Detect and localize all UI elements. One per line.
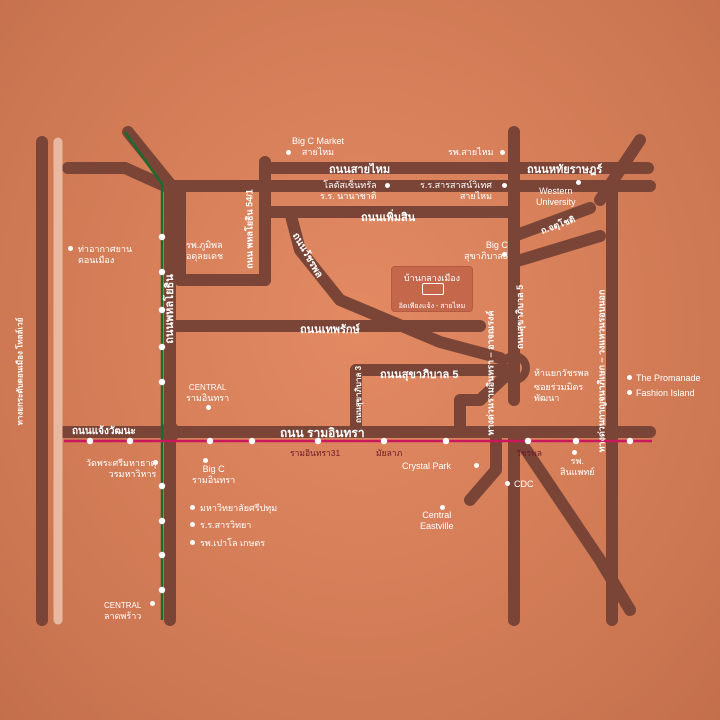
road-label-sukhaphiban-5-v: ถนนสุขาภิบาล 5 [515,284,526,350]
label-hang-watcharaphon: ห้าแยกวัชรพล [534,368,589,378]
road-label-ekkamai: ทางด่วนรามอินทรา – อาจณรงค์ [485,310,496,436]
road-label-ram-inthra: ถนน รามอินทรา [280,426,365,440]
label-wat-phra: วัดพระศรีมหาธาตุวรมหาวิหาร [86,458,157,479]
dot-cdc [505,481,510,486]
bts-green-line [123,131,164,620]
road-label-vibhavadi: ทางยกระดับดอนเมือง โทลล์เวย์ [15,317,25,426]
label-promenade: The Promanade [636,373,701,383]
label-crystal-park: Crystal Park [402,461,452,471]
road-big-c-link [508,230,606,268]
road-junction-link [454,362,520,438]
dot-promenade [627,375,632,380]
bts-label-maiyalap: มัยลาภ [376,448,403,458]
watcharaphon-circle [498,352,530,384]
road-top-cross [62,162,656,192]
bts-label-watcharaphon: วัชรพล [516,448,542,458]
road-chatuchot [508,202,596,242]
label-western: Western University [536,186,576,207]
label-rr-sarasas: ร.ร.สารสาสน์วิเทศสายไหม [420,180,493,201]
road-label-kanchanaphisek: ทางด่วนกาญจนาภิเษก – วงแหวนรอบนอก [596,289,607,453]
dot-big-c-ram [203,458,208,463]
road-label-phahonyothin: ถนนพหลโยธิน [163,274,176,344]
dot-big-c-suka [502,252,507,257]
road-label-phahol-54-1: ถนน พหลโยธิน 54/1 [244,189,255,269]
label-donmuang: ท่าอากาศยานดอนเมือง [78,244,133,265]
dot-big-c-market [286,150,291,155]
dot-central-east [440,505,445,510]
dot-rp-sinphaet [572,450,577,455]
road-label-hathai-rat: ถนนหทัยราษฎร์ [527,164,603,176]
junction-circle [160,422,180,442]
label-cdc: CDC [514,479,534,489]
label-lotus: โลตัสเซ็นทรัลร.ร. นานาชาติ [320,180,377,201]
dot-srinakharin [190,505,195,510]
label-rp-saimai: รพ.สายไหม [448,147,494,157]
dot-rr-sarawittaya [190,522,195,527]
dot-western [576,180,581,185]
road-label-sai-mai: ถนนสายไหม [329,164,391,176]
label-rp-sinphaet: รพ.สินแพทย์ [560,456,595,477]
road-phahonyothin [122,126,176,626]
road-label-phum-sin: ถนนเพิ่มสิน [361,212,416,224]
project-name: บ้านกลางเมือง [403,273,461,283]
label-central-east: Central Eastville [420,510,454,531]
dot-fashion-island [627,390,632,395]
label-fashion-island: Fashion Island [636,388,695,398]
bts-label-ram31: รามอินทรา31 [290,448,341,458]
project-subtitle: อิดเพียงแจ้ง - สายไหม [398,303,466,310]
label-rp-phahol: รพ.ภูมิพลอดุลยเดช [186,240,224,261]
label-srinakharin: มหาวิทยาลัยศรีปทุม [200,503,278,513]
project-icon [422,283,444,295]
dot-central-ram [206,405,211,410]
road-watcharaphon [284,206,506,364]
road-label-chaeng-watthana: ถนนแจ้งวัฒนะ [72,426,136,437]
label-rr-sarawittaya: ร.ร.สารวิทยา [200,520,252,530]
label-hang-sub: ซอยร่วมมิตรพัฒนา [534,382,584,403]
dot-rp-saimai [500,150,505,155]
road-label-sukhaphiban-5: ถนนสุขาภิบาล 5 [380,369,459,381]
dot-lotus [385,183,390,188]
dot-wat-phra [153,460,158,465]
road-lower-mid [464,426,502,506]
dot-rp-paolo [190,540,195,545]
road-lower-diag [508,426,636,616]
project-logo: บ้านกลางเมือง อิดเพียงแจ้ง - สายไหม [391,266,473,312]
dot-central-lad [150,601,155,606]
road-label-soi-3: ถนนสุขาภิบาล 3 [354,365,364,424]
road-label-theparak: ถนนเทพรักษ์ [300,324,360,336]
dot-rr-sarasas [502,183,507,188]
dot-donmuang [68,246,73,251]
dot-crystal-park [474,463,479,468]
label-rp-paolo: รพ.เปาโล เกษตร [200,538,266,548]
